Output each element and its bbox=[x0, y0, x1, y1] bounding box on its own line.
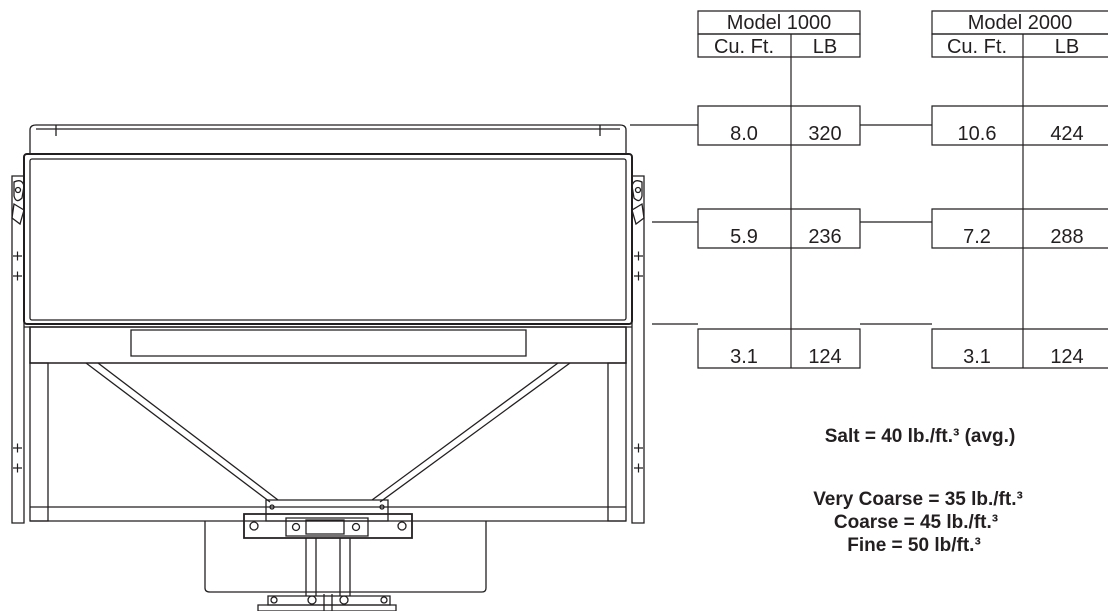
frame-legs bbox=[12, 176, 644, 523]
lower-band bbox=[30, 327, 626, 363]
frame-bolts bbox=[13, 252, 643, 473]
model-2000-row-3-volume: 3.1 bbox=[963, 346, 991, 368]
fine-density-note: Fine = 50 lb/ft.³ bbox=[847, 535, 981, 556]
model-2000-text: Model 2000 Cu. Ft. LB 10.6 424 7.2 288 3… bbox=[947, 12, 1084, 368]
coarse-density-note: Coarse = 45 lb./ft.³ bbox=[834, 512, 998, 533]
spinner-base bbox=[258, 594, 396, 611]
model-2000-weight-header: LB bbox=[1055, 36, 1079, 58]
very-coarse-density-note: Very Coarse = 35 lb./ft.³ bbox=[813, 489, 1023, 510]
model-2000-row-2-weight: 288 bbox=[1050, 226, 1083, 248]
model-1000-row-3-weight: 124 bbox=[808, 346, 841, 368]
model-2000-header bbox=[932, 11, 1108, 57]
model-1000-row-1-volume: 8.0 bbox=[730, 123, 758, 145]
model-1000-row-1-weight: 320 bbox=[808, 123, 841, 145]
model-1000-weight-header: LB bbox=[813, 36, 837, 58]
model-2000-row-1-weight: 424 bbox=[1050, 123, 1083, 145]
spinner-housing bbox=[205, 500, 486, 596]
model-2000-row-2-volume: 7.2 bbox=[963, 226, 991, 248]
model-1000-row-2-volume: 5.9 bbox=[730, 226, 758, 248]
density-notes: Salt = 40 lb./ft.³ (avg.) Very Coarse = … bbox=[813, 426, 1023, 556]
model-1000-header bbox=[698, 11, 860, 57]
model-1000-row-3-volume: 3.1 bbox=[730, 346, 758, 368]
capacity-tables bbox=[630, 11, 1108, 368]
model-2000-row-3-weight: 124 bbox=[1050, 346, 1083, 368]
salt-density-note: Salt = 40 lb./ft.³ (avg.) bbox=[825, 426, 1016, 447]
spreader-drawing bbox=[12, 125, 644, 611]
model-1000-text: Model 1000 Cu. Ft. LB 8.0 320 5.9 236 3.… bbox=[714, 12, 842, 368]
latch-right-icon bbox=[632, 181, 644, 224]
latch-left-icon bbox=[12, 181, 24, 224]
hopper-body bbox=[24, 154, 632, 327]
model-2000-volume-header: Cu. Ft. bbox=[947, 36, 1007, 58]
model-1000-volume-header: Cu. Ft. bbox=[714, 36, 774, 58]
model-1000-row-2-weight: 236 bbox=[808, 226, 841, 248]
model-2000-row-1-volume: 10.6 bbox=[958, 123, 997, 145]
diagonal-braces bbox=[86, 363, 570, 502]
model-2000-label: Model 2000 bbox=[968, 12, 1073, 34]
model-1000-label: Model 1000 bbox=[727, 12, 832, 34]
hopper-lid bbox=[30, 125, 626, 155]
fill-level-leaders bbox=[630, 125, 932, 324]
